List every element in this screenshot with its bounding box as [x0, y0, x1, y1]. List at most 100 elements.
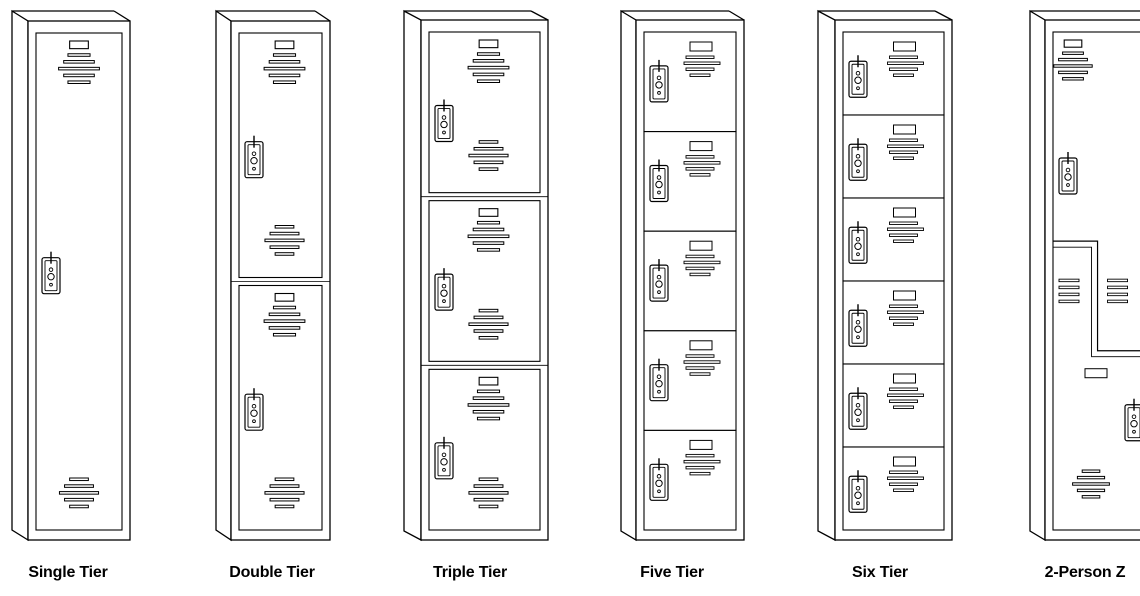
louver-slot [683, 161, 721, 165]
locker-double-tier [215, 9, 331, 542]
louver-slot [478, 477, 499, 482]
louver-slot [1062, 51, 1084, 55]
louver-slot [264, 491, 305, 495]
louver-slot [472, 59, 505, 63]
name-plate [689, 340, 713, 351]
louver-slot [274, 225, 295, 229]
handle-latch [649, 59, 669, 103]
cabinet-side [620, 9, 637, 542]
louver-slot [689, 372, 711, 376]
cabinet-side [11, 9, 29, 542]
louver-slot [889, 55, 918, 59]
vent-louvers [683, 41, 721, 77]
vent-louvers [887, 41, 924, 77]
latch-pin [1066, 183, 1070, 187]
louver-slot [683, 360, 721, 364]
louver-slot [63, 73, 95, 78]
caption-single-tier: Single Tier [28, 564, 108, 581]
louver-slot [1053, 64, 1093, 68]
louver-slot [269, 231, 300, 236]
latch-knob [655, 280, 663, 288]
louver-slot [887, 61, 924, 65]
caption-2-person-z: 2-Person Z [1044, 564, 1126, 581]
latch-pin [856, 86, 860, 91]
name-plate [689, 141, 713, 152]
louver-slot [478, 504, 499, 509]
cabinet-top [934, 10, 953, 21]
name-plate [689, 41, 713, 52]
louver-slot [1081, 469, 1101, 473]
latch-pin [49, 282, 53, 287]
locker-five-tier [620, 9, 745, 542]
handle-latch [434, 436, 454, 480]
louver-slot [685, 354, 715, 358]
handle-latch [244, 388, 264, 431]
louver-slot [887, 144, 924, 148]
louver-slot [1058, 299, 1080, 304]
handle-latch [434, 268, 454, 311]
latch-knob [655, 479, 663, 487]
vent-louvers [263, 40, 306, 84]
latch-pin [856, 169, 860, 174]
louver-slot [67, 53, 91, 57]
vent-louvers [683, 141, 721, 177]
latch-knob [440, 458, 448, 466]
louver-slot [476, 79, 501, 83]
vent-louvers [683, 240, 721, 277]
latch-pin [252, 166, 256, 171]
latch-pin [442, 299, 446, 303]
handle-latch [848, 470, 868, 513]
louver-slot [69, 477, 89, 482]
latch-pin [441, 115, 447, 120]
latch-pin [1065, 167, 1071, 173]
cabinet-top [530, 10, 549, 21]
name-plate [893, 290, 916, 301]
vent-louvers [887, 373, 924, 409]
vent-louvers [467, 376, 510, 421]
name-plate [893, 41, 916, 52]
louver-slot [467, 65, 510, 70]
louver-slot [685, 453, 715, 458]
latch-pin [657, 389, 661, 394]
louver-slot [889, 399, 918, 403]
latch-pin [657, 190, 661, 195]
louver-slot [685, 254, 715, 259]
louver-slot [1058, 285, 1080, 290]
latch-pin [856, 501, 860, 506]
louver-slot [1058, 57, 1088, 62]
handle-latch [649, 259, 669, 302]
latch-pin [657, 91, 661, 95]
vent-louvers [683, 340, 721, 376]
vent-louvers [58, 477, 100, 509]
handle-latch [848, 304, 868, 347]
cabinet-side [817, 9, 836, 542]
caption-double-tier: Double Tier [229, 564, 315, 581]
louver-slot [889, 482, 918, 486]
cabinet-side [1029, 9, 1046, 542]
latch-knob [655, 180, 663, 189]
louver-slot [472, 241, 505, 245]
vent-louvers [468, 308, 509, 340]
louver-slot [689, 471, 711, 476]
louver-slot [64, 484, 94, 488]
latch-pin [1131, 414, 1137, 419]
name-plate [1063, 39, 1083, 48]
latch-pin [252, 419, 256, 424]
name-plate [893, 207, 916, 218]
louver-slot [893, 405, 914, 409]
latch-pin [855, 319, 861, 325]
caption-five-tier: Five Tier [640, 564, 704, 581]
vent-louvers [887, 207, 924, 243]
louver-slot [889, 233, 918, 237]
louver-slot [58, 491, 100, 495]
name-plate [893, 373, 916, 384]
cabinet-top [113, 10, 131, 22]
louver-slot [268, 326, 301, 330]
vent-louvers [887, 290, 924, 326]
latch-knob [47, 272, 55, 281]
latch-pin [856, 252, 860, 257]
vent-louvers [468, 477, 509, 509]
louver-slot [67, 80, 91, 84]
louver-slot [473, 160, 504, 165]
